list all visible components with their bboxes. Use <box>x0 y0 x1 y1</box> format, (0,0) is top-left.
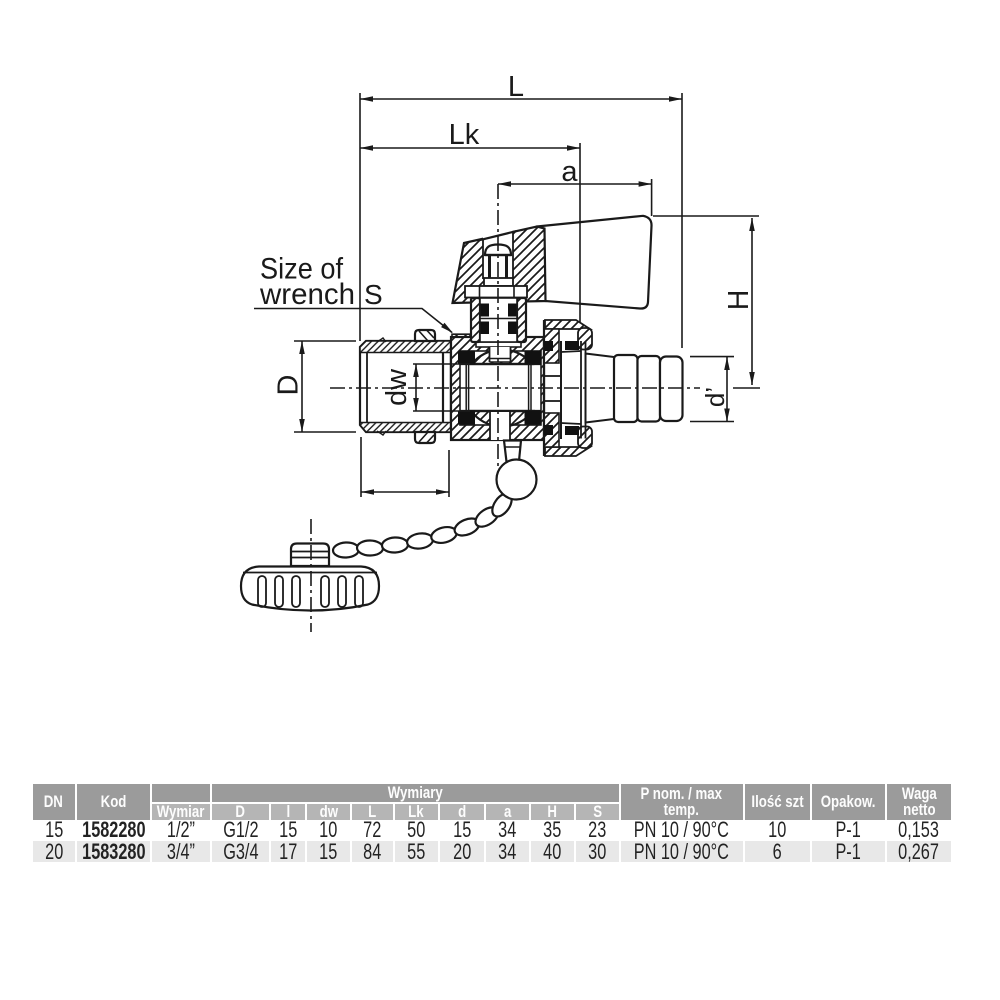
svg-text:Lk: Lk <box>449 119 480 151</box>
svg-text:wrench: wrench <box>259 278 355 311</box>
svg-text:L: L <box>508 71 524 103</box>
svg-text:d’: d’ <box>700 387 730 407</box>
svg-text:D: D <box>273 375 305 396</box>
svg-text:a: a <box>561 156 578 188</box>
svg-text:H: H <box>723 290 755 311</box>
svg-text:Size of: Size of <box>260 253 344 286</box>
svg-text:S: S <box>364 279 383 310</box>
svg-text:dw: dw <box>381 368 413 406</box>
